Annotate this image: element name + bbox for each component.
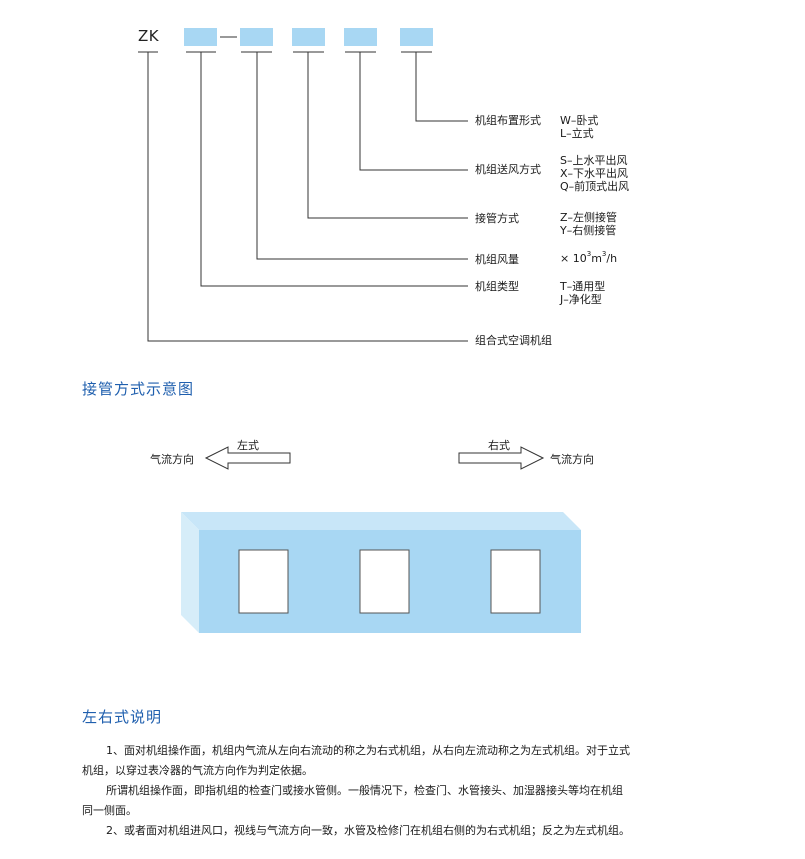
- leader-type: [200, 52, 468, 287]
- right-arrow-label: 右式: [488, 439, 510, 452]
- right-arrow: [458, 446, 545, 470]
- left-direction-label: 气流方向: [150, 453, 194, 466]
- options-supply: S–上水平出风 X–下水平出风 Q–前顶式出风: [560, 154, 629, 193]
- code-box-3: [292, 28, 325, 46]
- label-airflow: 机组风量: [475, 253, 519, 266]
- pipe-section-title: 接管方式示意图: [82, 380, 195, 398]
- options-type: T–通用型 J–净化型: [560, 280, 605, 306]
- explain-line-3: 所谓机组操作面，即指机组的检查门或接水管侧。一般情况下，检查门、水管接头、加湿器…: [106, 784, 623, 797]
- airflow-unit: × 103m3/h: [560, 250, 618, 265]
- label-unit: 组合式空调机组: [475, 334, 552, 347]
- option-supply-q: Q–前顶式出风: [560, 180, 630, 193]
- unit-box-top: [181, 512, 581, 530]
- label-type: 机组类型: [475, 280, 519, 293]
- options-layout: W–卧式 L–立式: [560, 114, 598, 140]
- explain-line-1: 1、面对机组操作面，机组内气流从左向右流动的称之为右式机组，从右向左流动称之为左…: [106, 744, 630, 757]
- code-prefix: ZK: [138, 27, 160, 45]
- option-type-t: T–通用型: [560, 280, 606, 293]
- access-door-2: [359, 549, 410, 614]
- airflow-unit-mid: m: [591, 252, 602, 265]
- explain-section-title: 左右式说明: [82, 708, 163, 726]
- code-box-2: [240, 28, 273, 46]
- airflow-unit-prefix: × 10: [560, 252, 587, 265]
- airflow-unit-exp2: 3: [601, 250, 607, 259]
- leader-layout: [415, 52, 468, 122]
- label-layout: 机组布置形式: [475, 114, 541, 127]
- access-door-1: [238, 549, 289, 614]
- leader-supply: [359, 52, 468, 171]
- option-supply-s: S–上水平出风: [560, 154, 628, 167]
- explain-line-5: 2、或者面对机组进风口，视线与气流方向一致，水管及检修门在机组右侧的为右式机组；…: [106, 824, 630, 837]
- label-supply: 机组送风方式: [475, 163, 541, 176]
- right-direction-label: 气流方向: [550, 453, 594, 466]
- leader-unit: [147, 52, 468, 342]
- leader-airflow: [256, 52, 468, 260]
- left-arrow-label: 左式: [237, 439, 259, 452]
- code-box-1: [184, 28, 217, 46]
- access-door-3: [490, 549, 541, 614]
- label-pipe: 接管方式: [475, 212, 519, 225]
- left-arrow: [204, 446, 291, 470]
- airflow-unit-suffix: /h: [606, 252, 618, 265]
- options-pipe: Z–左侧接管 Y–右侧接管: [560, 211, 617, 237]
- option-layout-w: W–卧式: [560, 114, 599, 127]
- code-box-5: [400, 28, 433, 46]
- unit-box-side: [181, 512, 199, 633]
- option-pipe-z: Z–左侧接管: [560, 211, 618, 224]
- option-layout-l: L–立式: [560, 127, 594, 140]
- option-supply-x: X–下水平出风: [560, 167, 629, 180]
- explain-line-4: 同一侧面。: [82, 804, 137, 817]
- option-type-j: J–净化型: [560, 293, 602, 306]
- option-pipe-y: Y–右侧接管: [560, 224, 617, 237]
- leader-pipe: [307, 52, 468, 219]
- explain-line-2: 机组，以穿过表冷器的气流方向作为判定依据。: [82, 764, 313, 777]
- airflow-unit-exp: 3: [586, 250, 592, 259]
- code-box-4: [344, 28, 377, 46]
